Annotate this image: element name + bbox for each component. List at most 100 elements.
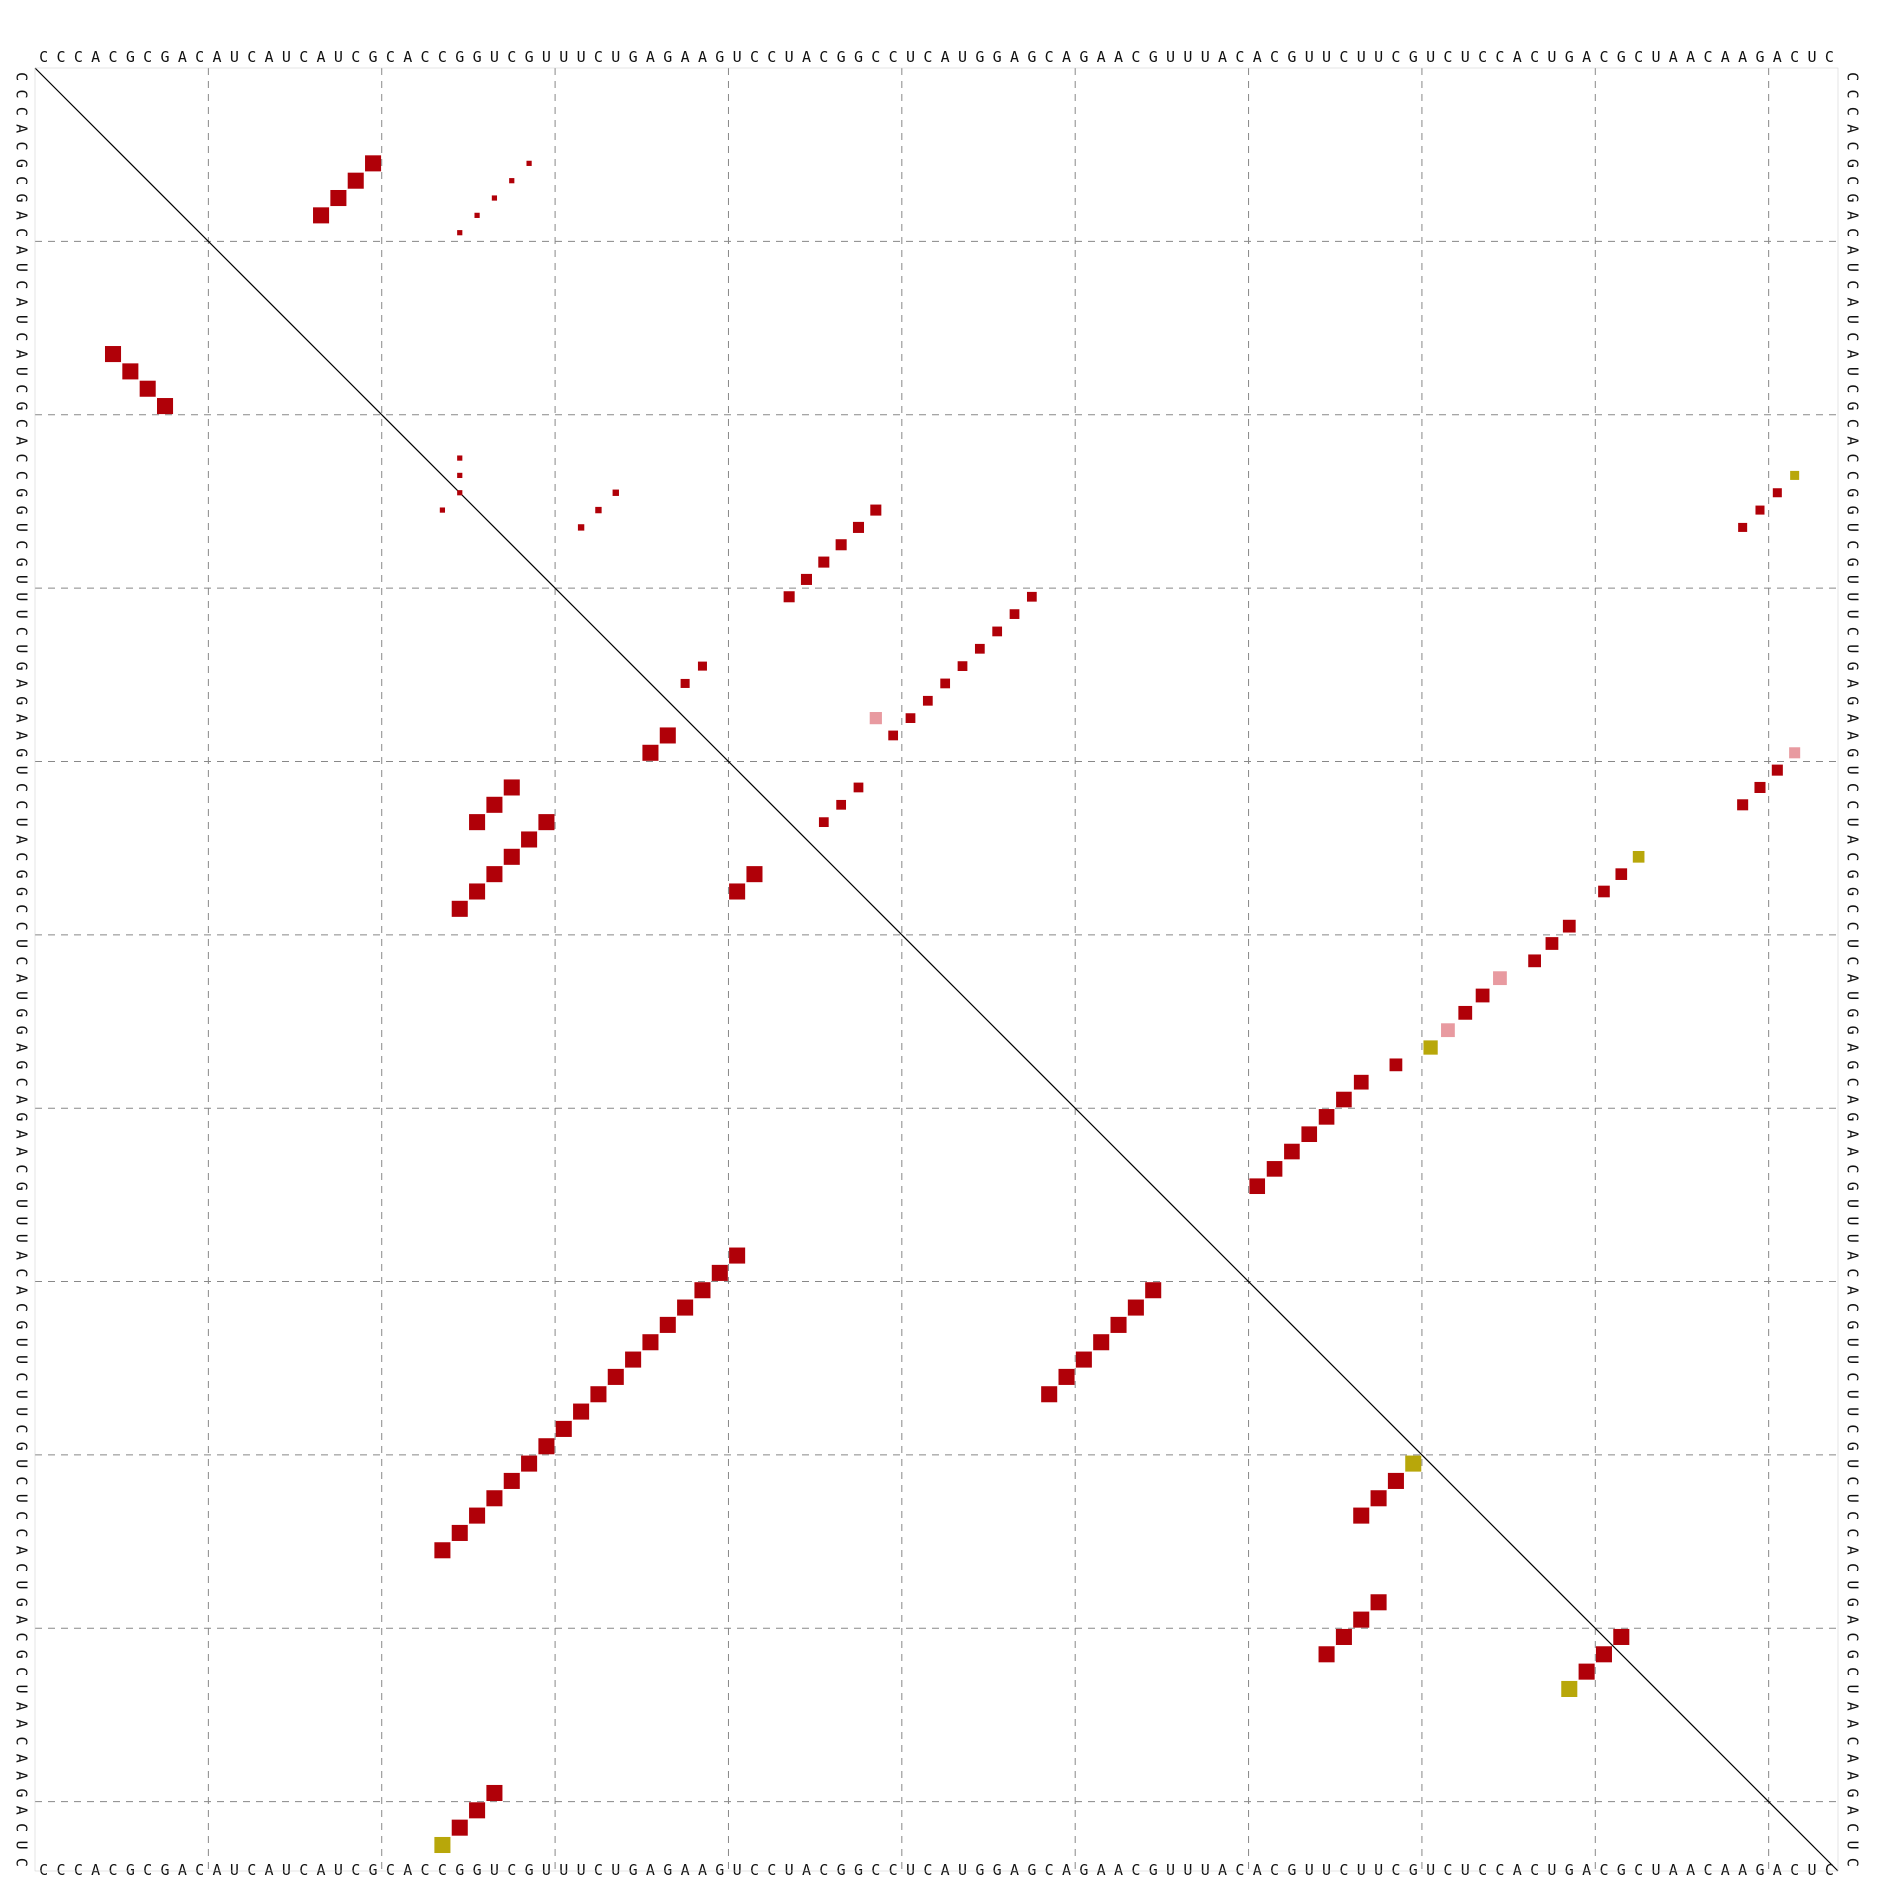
nucleotide-label: G bbox=[715, 1861, 724, 1879]
nucleotide-label: C bbox=[56, 48, 65, 66]
nucleotide-label: C bbox=[13, 176, 31, 185]
nucleotide-label: G bbox=[993, 1861, 1002, 1879]
nucleotide-label: U bbox=[1844, 610, 1862, 619]
base-pair-dot bbox=[1370, 1490, 1387, 1507]
base-pair-dot bbox=[434, 1836, 451, 1854]
nucleotide-label: G bbox=[13, 1598, 31, 1607]
nucleotide-label: C bbox=[195, 48, 204, 66]
nucleotide-label: C bbox=[1844, 1164, 1862, 1173]
base-pair-dot bbox=[1405, 1455, 1422, 1472]
nucleotide-label: A bbox=[13, 1546, 31, 1555]
nucleotide-label: U bbox=[542, 48, 551, 66]
base-pair-dot bbox=[888, 730, 899, 741]
nucleotide-label: C bbox=[1235, 1861, 1244, 1879]
nucleotide-label: G bbox=[13, 1442, 31, 1451]
nucleotide-label: C bbox=[923, 1861, 932, 1879]
base-pair-dot bbox=[694, 1282, 711, 1299]
nucleotide-label: U bbox=[1322, 1861, 1331, 1879]
base-pair-dot bbox=[1318, 1646, 1335, 1663]
nucleotide-label: A bbox=[1773, 1861, 1782, 1879]
nucleotide-label: G bbox=[1565, 48, 1574, 66]
nucleotide-label: G bbox=[525, 48, 534, 66]
nucleotide-label: U bbox=[1844, 1338, 1862, 1347]
nucleotide-label: C bbox=[750, 48, 759, 66]
base-pair-dot bbox=[457, 455, 463, 461]
nucleotide-label: A bbox=[13, 298, 31, 307]
nucleotide-label: A bbox=[681, 1861, 690, 1879]
nucleotide-label: A bbox=[802, 1861, 811, 1879]
nucleotide-label: A bbox=[1844, 1286, 1862, 1295]
nucleotide-label: U bbox=[1844, 1459, 1862, 1468]
nucleotide-label: A bbox=[1218, 1861, 1227, 1879]
nucleotide-label: U bbox=[1166, 1861, 1175, 1879]
nucleotide-label: C bbox=[299, 1861, 308, 1879]
nucleotide-label: C bbox=[13, 1632, 31, 1641]
nucleotide-label: G bbox=[1149, 48, 1158, 66]
nucleotide-label: U bbox=[1844, 644, 1862, 653]
nucleotide-label: U bbox=[1844, 367, 1862, 376]
nucleotide-label: U bbox=[559, 1861, 568, 1879]
nucleotide-label: C bbox=[13, 72, 31, 81]
nucleotide-label: U bbox=[1547, 1861, 1556, 1879]
base-pair-dot bbox=[1301, 1126, 1318, 1143]
nucleotide-label: U bbox=[334, 48, 343, 66]
nucleotide-label: A bbox=[1253, 1861, 1262, 1879]
nucleotide-label: G bbox=[13, 558, 31, 567]
base-pair-dot bbox=[1423, 1040, 1438, 1055]
nucleotide-label: C bbox=[351, 1861, 360, 1879]
nucleotide-label: C bbox=[13, 922, 31, 931]
nucleotide-label: G bbox=[1844, 1060, 1862, 1069]
base-pair-dot bbox=[555, 1420, 572, 1437]
nucleotide-label: A bbox=[1721, 48, 1730, 66]
nucleotide-label: A bbox=[1513, 1861, 1522, 1879]
base-pair-dot bbox=[1266, 1161, 1283, 1177]
nucleotide-label: U bbox=[13, 939, 31, 948]
nucleotide-label: U bbox=[13, 1459, 31, 1468]
nucleotide-label: C bbox=[13, 1164, 31, 1173]
nucleotide-label: U bbox=[13, 523, 31, 532]
nucleotide-label: C bbox=[1844, 72, 1862, 81]
nucleotide-label: C bbox=[750, 1861, 759, 1879]
nucleotide-label: C bbox=[1844, 904, 1862, 913]
nucleotide-label: C bbox=[1844, 1528, 1862, 1537]
nucleotide-label: U bbox=[1844, 1494, 1862, 1503]
nucleotide-label: C bbox=[1844, 540, 1862, 549]
base-pair-dot bbox=[1738, 522, 1748, 532]
base-pair-dot bbox=[1598, 885, 1610, 898]
base-pair-dot bbox=[451, 900, 468, 917]
nucleotide-label: G bbox=[126, 1861, 135, 1879]
nucleotide-label: C bbox=[1844, 141, 1862, 150]
base-pair-dot bbox=[642, 1334, 659, 1351]
nucleotide-label: G bbox=[1844, 506, 1862, 515]
nucleotide-label: C bbox=[1844, 627, 1862, 636]
nucleotide-label: C bbox=[819, 1861, 828, 1879]
nucleotide-label: C bbox=[39, 48, 48, 66]
nucleotide-label: U bbox=[577, 48, 586, 66]
base-pair-dot bbox=[1249, 1178, 1266, 1195]
nucleotide-label: G bbox=[1844, 887, 1862, 896]
nucleotide-label: C bbox=[1844, 1268, 1862, 1277]
base-pair-dot bbox=[746, 866, 763, 883]
nucleotide-label: C bbox=[13, 332, 31, 341]
nucleotide-label: U bbox=[1201, 1861, 1210, 1879]
nucleotide-label: C bbox=[1703, 1861, 1712, 1879]
base-pair-dot bbox=[156, 398, 174, 415]
nucleotide-label: U bbox=[1651, 1861, 1660, 1879]
base-pair-dot bbox=[330, 189, 347, 207]
nucleotide-label: C bbox=[1790, 48, 1799, 66]
nucleotide-label: G bbox=[715, 48, 724, 66]
nucleotide-label: U bbox=[906, 48, 915, 66]
nucleotide-label: A bbox=[91, 48, 100, 66]
base-pair-dot bbox=[1370, 1594, 1387, 1611]
base-pair-dot bbox=[853, 782, 864, 793]
nucleotide-label: U bbox=[1305, 48, 1314, 66]
nucleotide-label: G bbox=[13, 1060, 31, 1069]
base-pair-dot bbox=[1790, 470, 1800, 480]
grid-lines bbox=[35, 68, 1838, 1871]
base-pair-dot bbox=[1058, 1368, 1075, 1385]
nucleotide-label: C bbox=[56, 1861, 65, 1879]
base-pair-dot bbox=[729, 883, 746, 900]
nucleotide-label: C bbox=[1844, 922, 1862, 931]
base-pair-dot bbox=[1093, 1334, 1110, 1351]
nucleotide-label: U bbox=[611, 1861, 620, 1879]
